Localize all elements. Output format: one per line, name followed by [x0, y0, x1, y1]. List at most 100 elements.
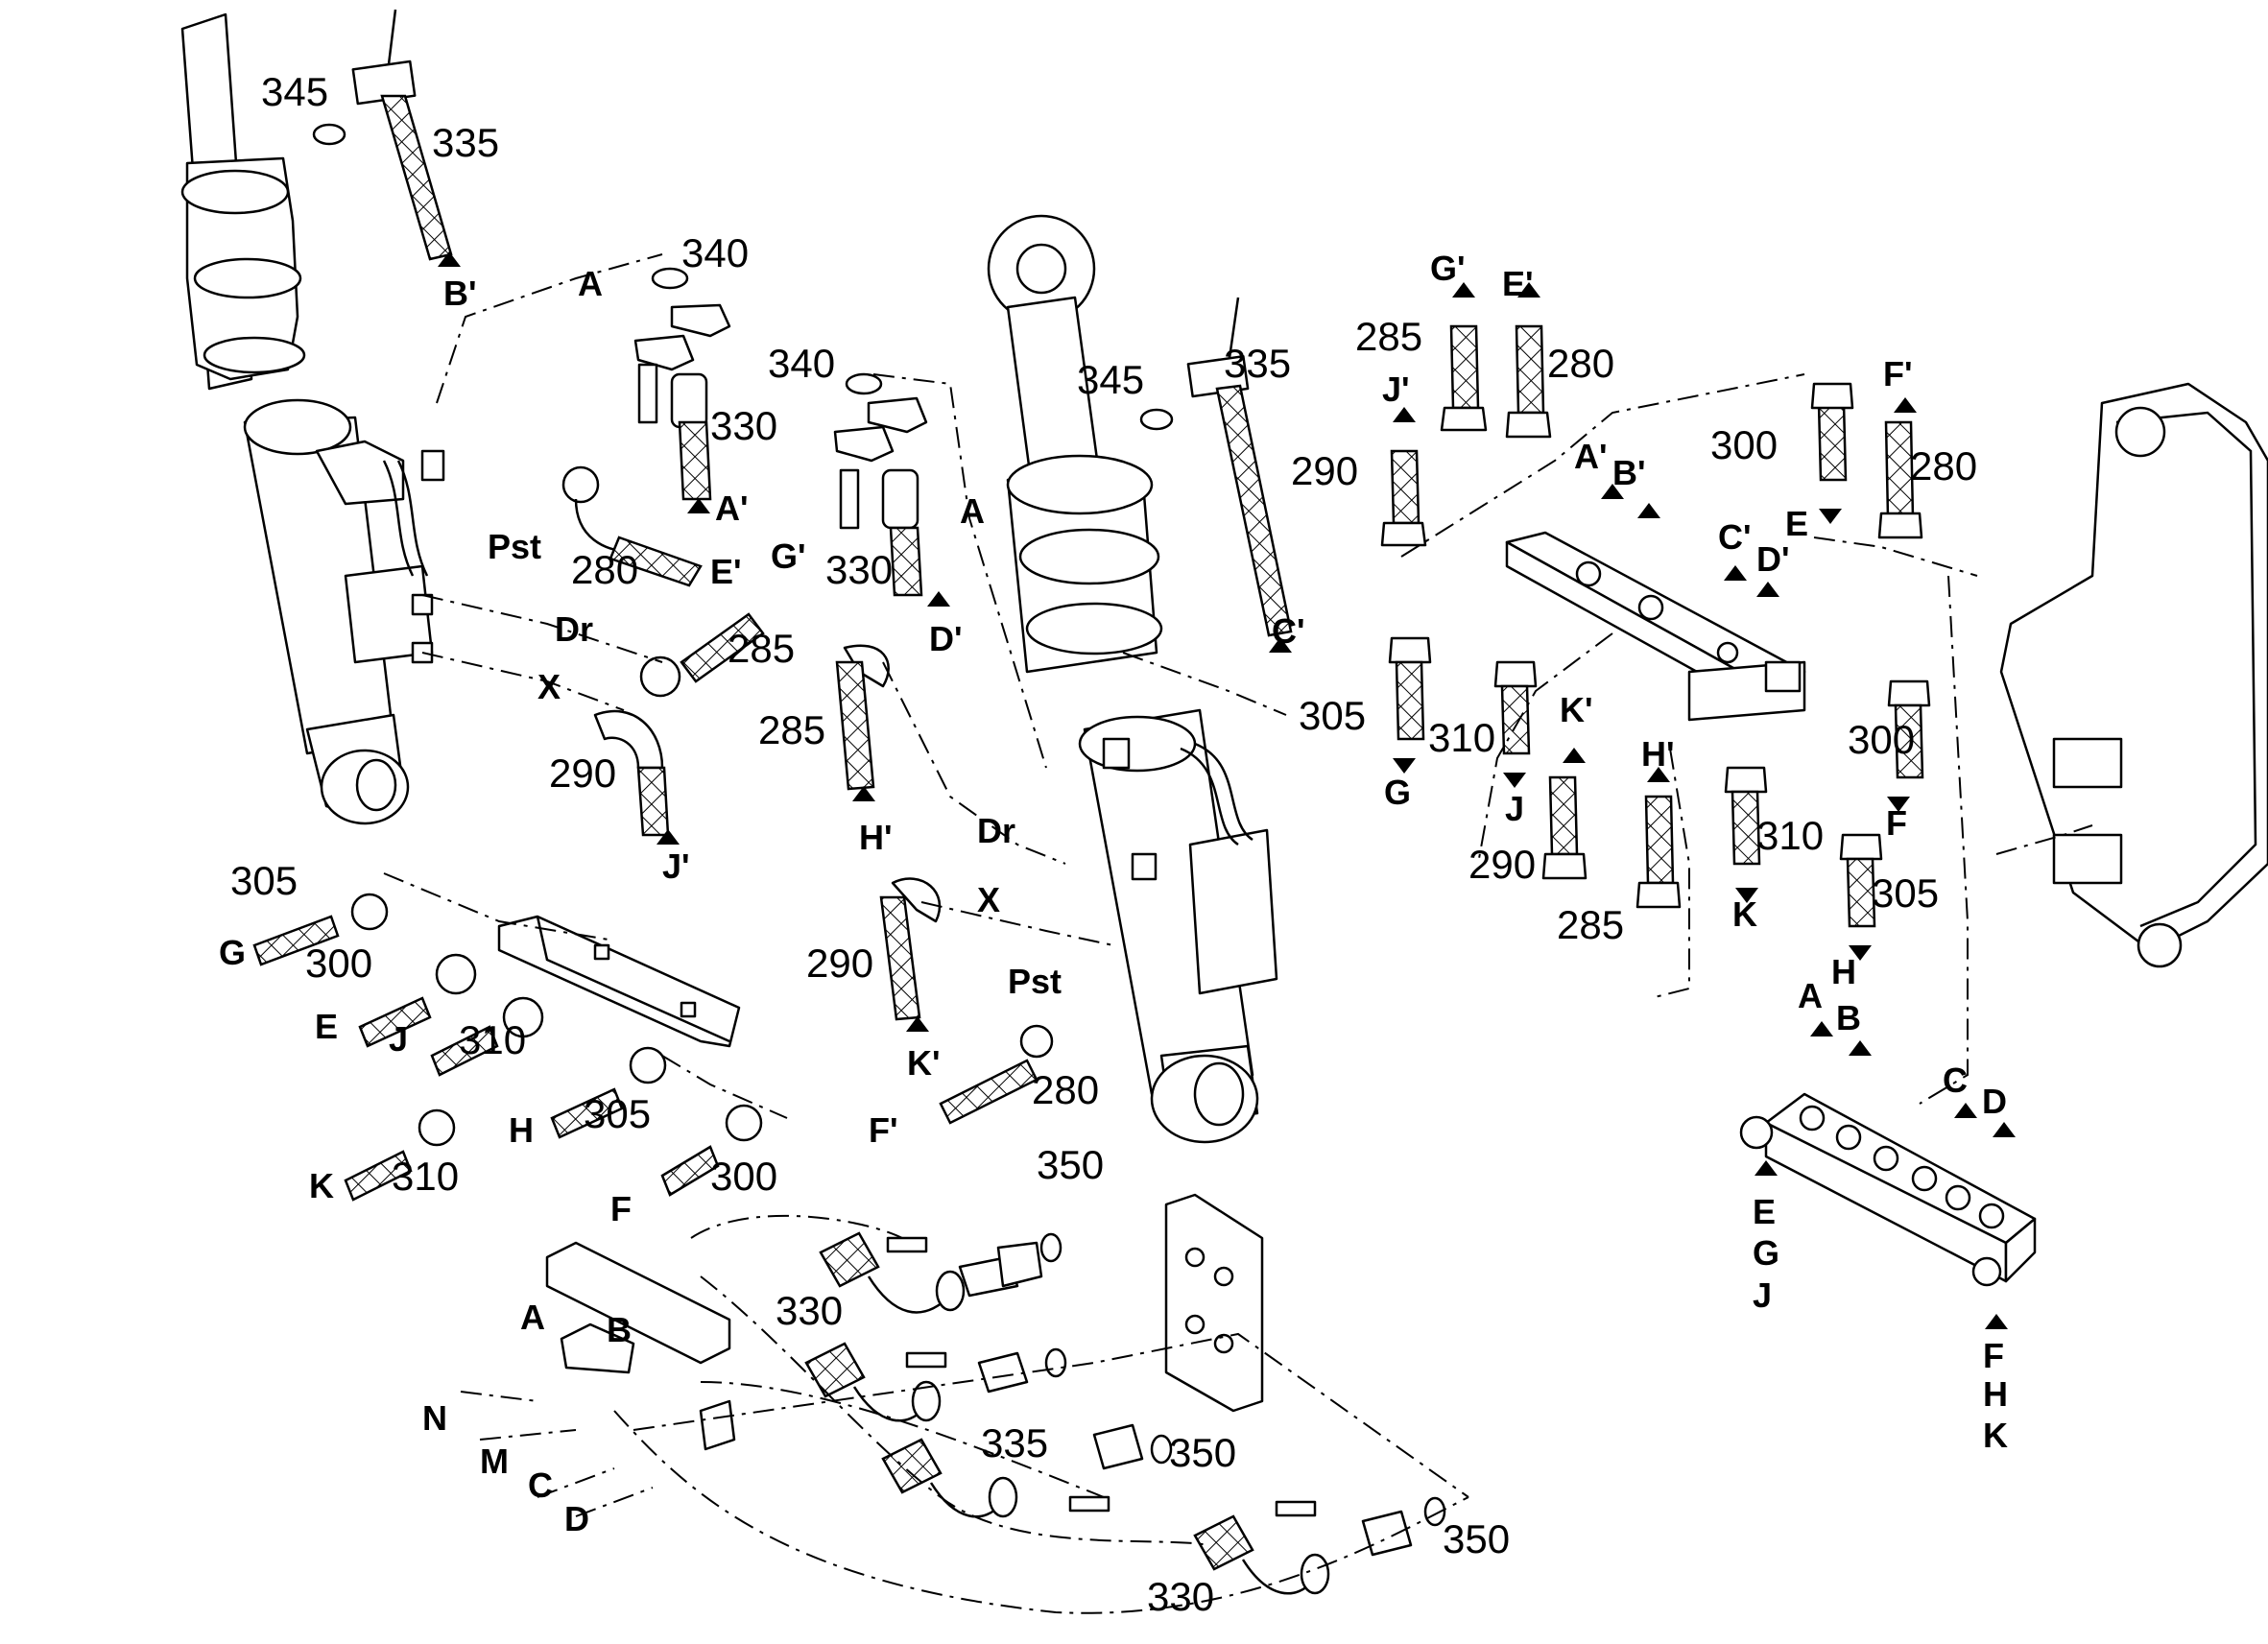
flow-arrows [438, 251, 2016, 1339]
connection-letter: H [509, 1110, 534, 1150]
connection-letter: F' [869, 1110, 898, 1150]
fitting-340-330-center [833, 372, 928, 597]
part-label: 305 [1872, 870, 1939, 916]
upper-right-manifold [1505, 531, 1806, 722]
connection-letter: G [1753, 1233, 1779, 1273]
elbow-hose-285-center [835, 644, 890, 791]
part-label: 335 [1224, 341, 1291, 386]
part-label: 340 [681, 230, 749, 275]
connection-letter: G [1384, 773, 1411, 812]
connection-letter: E' [710, 552, 742, 591]
part-label: 350 [1443, 1516, 1510, 1561]
connection-letter: C [1943, 1060, 1968, 1100]
part-label: 300 [710, 1154, 777, 1199]
connection-letter: A [1798, 976, 1823, 1015]
connection-letter: G [219, 933, 246, 972]
connection-letter: Pst [488, 527, 541, 566]
elbow-hose-280-left [561, 465, 703, 587]
part-label: 280 [1910, 443, 1977, 488]
connection-letter: F' [1883, 354, 1913, 393]
connection-letter: J [389, 1019, 408, 1059]
connection-letter: G' [771, 536, 806, 576]
fitting-340-330-left [633, 267, 731, 501]
part-label: 350 [1037, 1142, 1104, 1187]
part-label: 300 [1848, 717, 1915, 762]
part-label: 310 [1756, 813, 1824, 858]
part-label: 280 [1547, 341, 1614, 386]
connection-letter: X [537, 667, 561, 706]
connection-letter: J [1753, 1275, 1772, 1315]
connection-letter: Pst [1008, 962, 1062, 1001]
connection-letter: B [607, 1310, 632, 1349]
right-frame-bracket [1999, 382, 2268, 968]
part-label: 290 [1291, 448, 1358, 493]
part-label: 330 [1147, 1574, 1214, 1619]
part-label: 290 [1468, 842, 1536, 887]
elbow-hose-280-center [939, 1024, 1054, 1125]
part-label: 285 [758, 707, 825, 752]
connection-letter: A [520, 1298, 545, 1337]
connection-letter: E [1785, 504, 1808, 543]
center-hydraulic-cylinder [987, 214, 1278, 1144]
part-label: 285 [1355, 314, 1422, 359]
bottom-center-plate [1164, 1193, 1264, 1413]
bottom-right-block [1739, 1092, 2037, 1287]
part-label: 290 [806, 941, 873, 986]
connection-letter: K [1983, 1416, 2008, 1455]
connection-letter: E [315, 1007, 338, 1046]
connection-letter: A' [1574, 437, 1608, 476]
connection-letter: X [977, 880, 1000, 919]
connection-letter: J [1505, 789, 1524, 828]
connection-letter: H' [1641, 734, 1675, 774]
connection-letter: K' [1560, 690, 1593, 729]
part-label: 285 [728, 626, 795, 671]
part-label: 280 [1032, 1067, 1099, 1112]
connection-letter: J' [1382, 369, 1410, 409]
connection-letter: D [1982, 1082, 2007, 1121]
connection-letter: E' [1502, 264, 1534, 303]
part-label: 340 [768, 341, 835, 386]
routing-lines [383, 253, 2093, 1614]
connection-letter: K [309, 1166, 334, 1205]
connection-letter: Dr [555, 609, 593, 649]
connection-letter: C' [1718, 517, 1752, 557]
part-label: 305 [230, 858, 298, 903]
flange-hose-335-left [312, 9, 453, 261]
connection-letter: H' [859, 818, 893, 857]
part-label: 305 [1299, 693, 1366, 738]
connection-letter: H [1983, 1374, 2008, 1414]
connection-letter: D [564, 1499, 589, 1538]
part-label: 290 [549, 751, 616, 796]
left-hydraulic-cylinder [180, 12, 445, 825]
part-label: 335 [432, 120, 499, 165]
connection-letter: B [1836, 998, 1861, 1037]
lower-left-bracket [497, 915, 741, 1048]
part-label: 300 [1710, 422, 1778, 467]
bottom-clamp-block [545, 1241, 736, 1451]
connection-letter: A [960, 491, 985, 531]
elbow-hose-290-center [879, 877, 942, 1021]
connection-letter: A' [715, 488, 749, 528]
connection-letter: F [1886, 803, 1907, 843]
connection-letter: M [480, 1441, 509, 1481]
part-label: 345 [261, 69, 328, 114]
part-label: 310 [1428, 715, 1495, 760]
connection-letter: C' [1272, 611, 1305, 651]
connection-letter: K' [907, 1043, 941, 1083]
part-label: 280 [571, 547, 638, 592]
connection-letter: D' [1756, 539, 1790, 579]
part-label: 285 [1557, 902, 1624, 947]
connection-letter: A [578, 264, 603, 303]
connection-letter: H [1831, 952, 1856, 991]
part-label: 300 [305, 941, 372, 986]
connection-letter: F [610, 1189, 632, 1228]
part-label: 350 [1169, 1430, 1236, 1475]
part-label: 310 [392, 1154, 459, 1199]
connection-letter: B' [443, 274, 477, 313]
lower-left-hoses [252, 893, 763, 1202]
connection-letter: N [422, 1398, 447, 1438]
connection-letters: B' A A' Pst E' G' Dr X J' D' A H' Dr X K… [219, 249, 2008, 1538]
part-number-labels: 345 335 340 330 280 285 290 340 330 285 … [230, 69, 1977, 1619]
connection-letter: J' [662, 846, 690, 886]
